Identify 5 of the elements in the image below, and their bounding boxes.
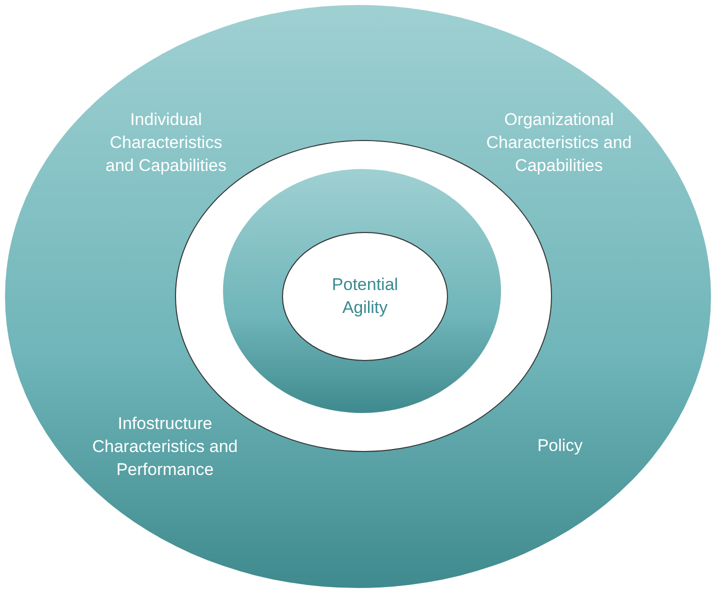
- ring-label: Organizational Characteristics and Capabilities: [485, 109, 633, 177]
- ring-label: Potential Agility: [330, 274, 400, 319]
- ring-label: Policy: [536, 435, 584, 457]
- ring-label: Infostructure Characteristics and Performance: [91, 413, 239, 481]
- ring-label: Individual Characteristics and Capabilities: [104, 109, 228, 177]
